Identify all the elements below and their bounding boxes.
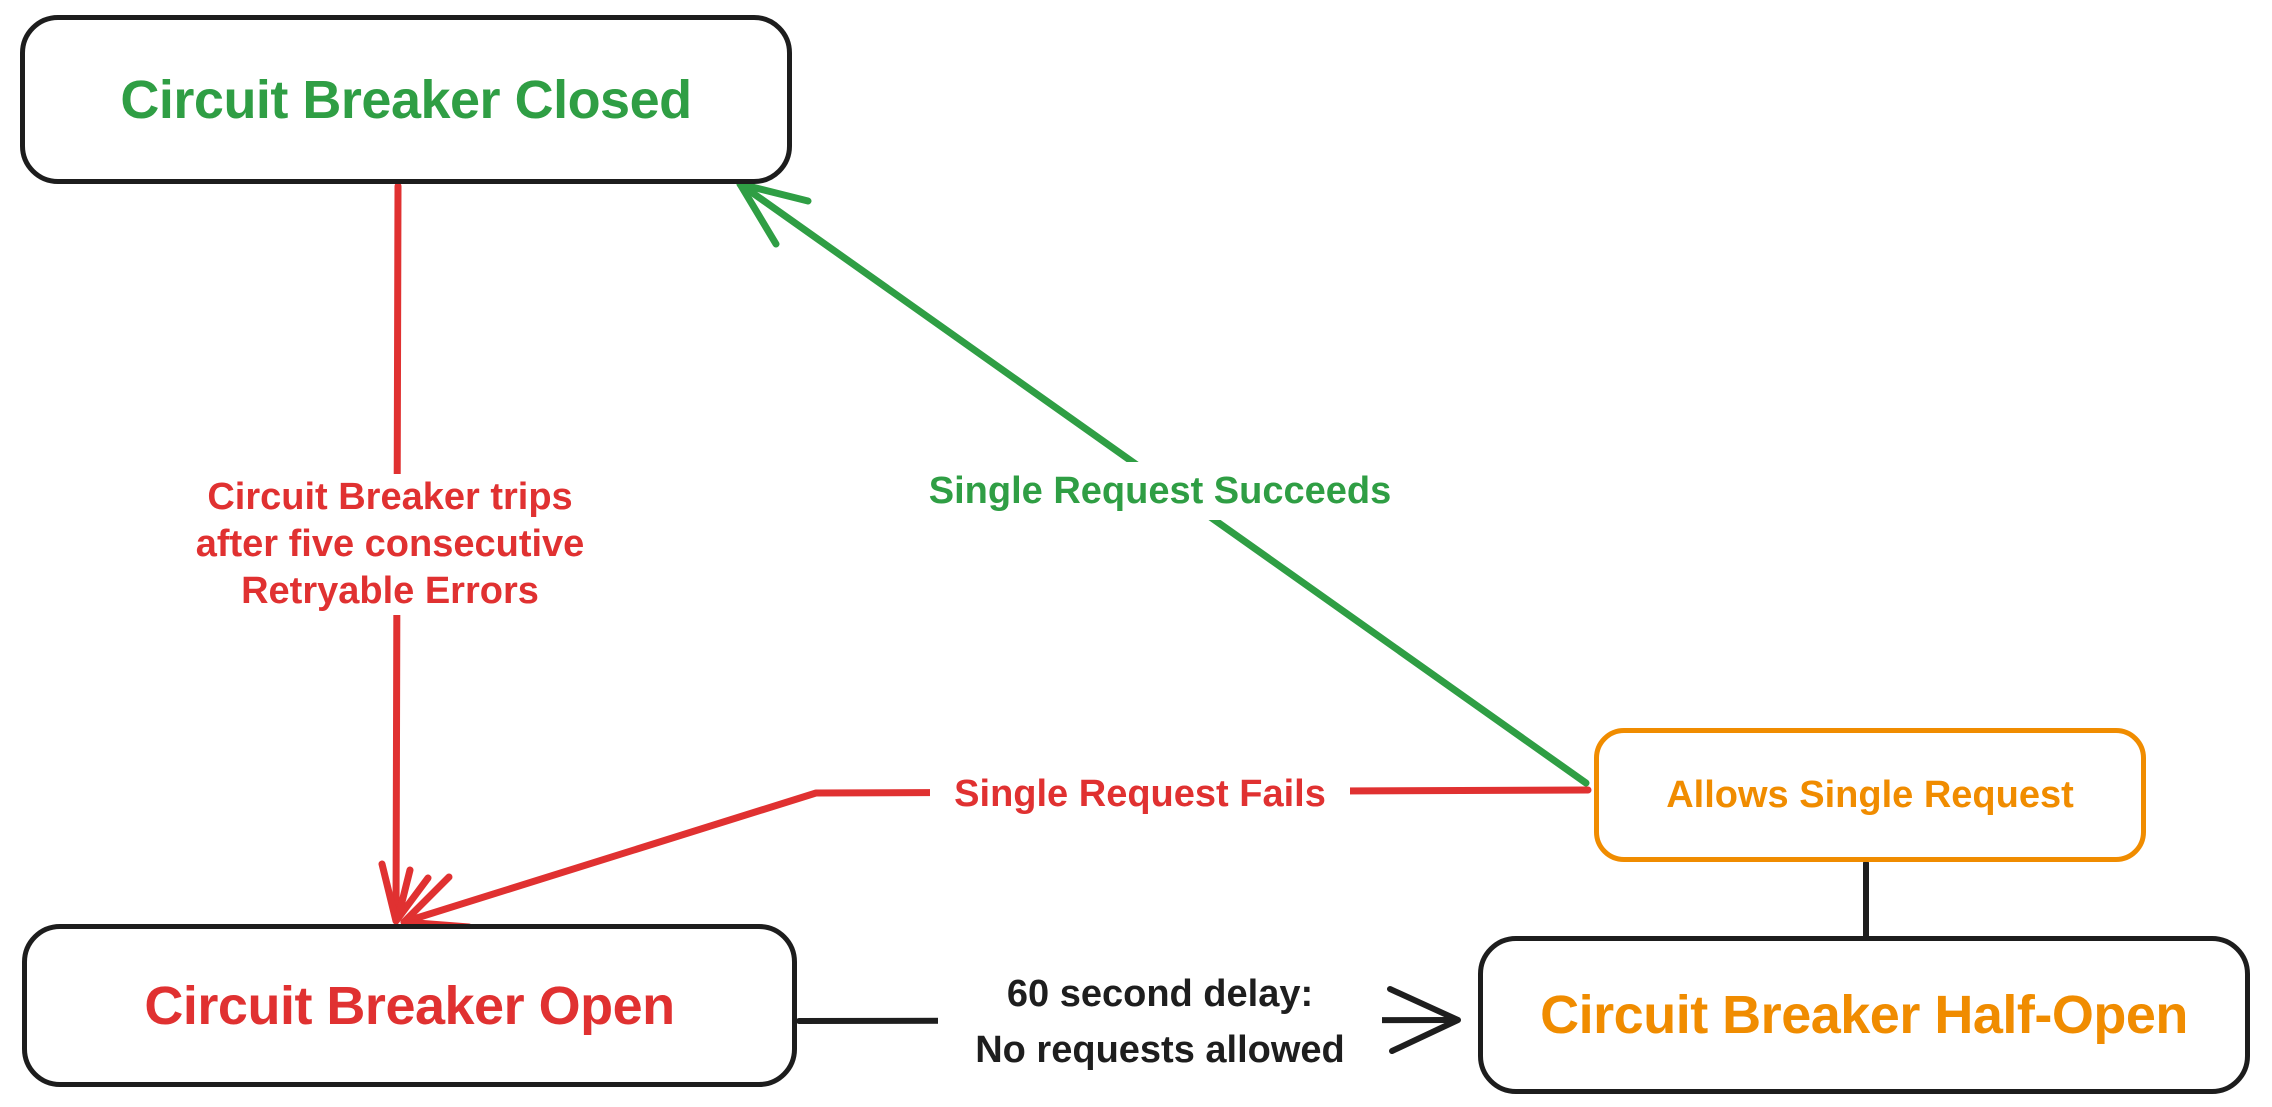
edge-label-delay-line2: No requests allowed [975, 1029, 1345, 1071]
node-circuit-breaker-half-open: Circuit Breaker Half-Open [1478, 936, 2250, 1094]
node-circuit-breaker-open: Circuit Breaker Open [22, 924, 797, 1087]
edge-label-fails: Single Request Fails [930, 766, 1350, 822]
node-allows-single-request: Allows Single Request [1594, 728, 2146, 862]
edge-label-succeeds: Single Request Succeeds [893, 462, 1427, 520]
arrowhead-trips-icon [378, 860, 432, 925]
node-circuit-breaker-closed: Circuit Breaker Closed [20, 15, 792, 184]
node-open-label: Circuit Breaker Open [144, 975, 675, 1036]
arrowhead-delay-icon [1387, 986, 1461, 1054]
edge-label-trips-line3: Retryable Errors [241, 570, 539, 612]
edge-label-trips-line2: after five consecutive [195, 523, 585, 565]
node-half-open-label: Circuit Breaker Half-Open [1540, 985, 2188, 1045]
edge-label-trips: Circuit Breaker trips after five consecu… [150, 474, 630, 615]
edge-label-delay: 60 second delay: No requests allowed [938, 966, 1382, 1078]
node-closed-label: Circuit Breaker Closed [120, 69, 692, 130]
arrowhead-succeeds-icon [736, 180, 812, 248]
edge-label-trips-line1: Circuit Breaker trips [207, 476, 573, 518]
edge-label-delay-line1: 60 second delay: [1006, 973, 1314, 1015]
node-allows-label: Allows Single Request [1666, 773, 2074, 816]
